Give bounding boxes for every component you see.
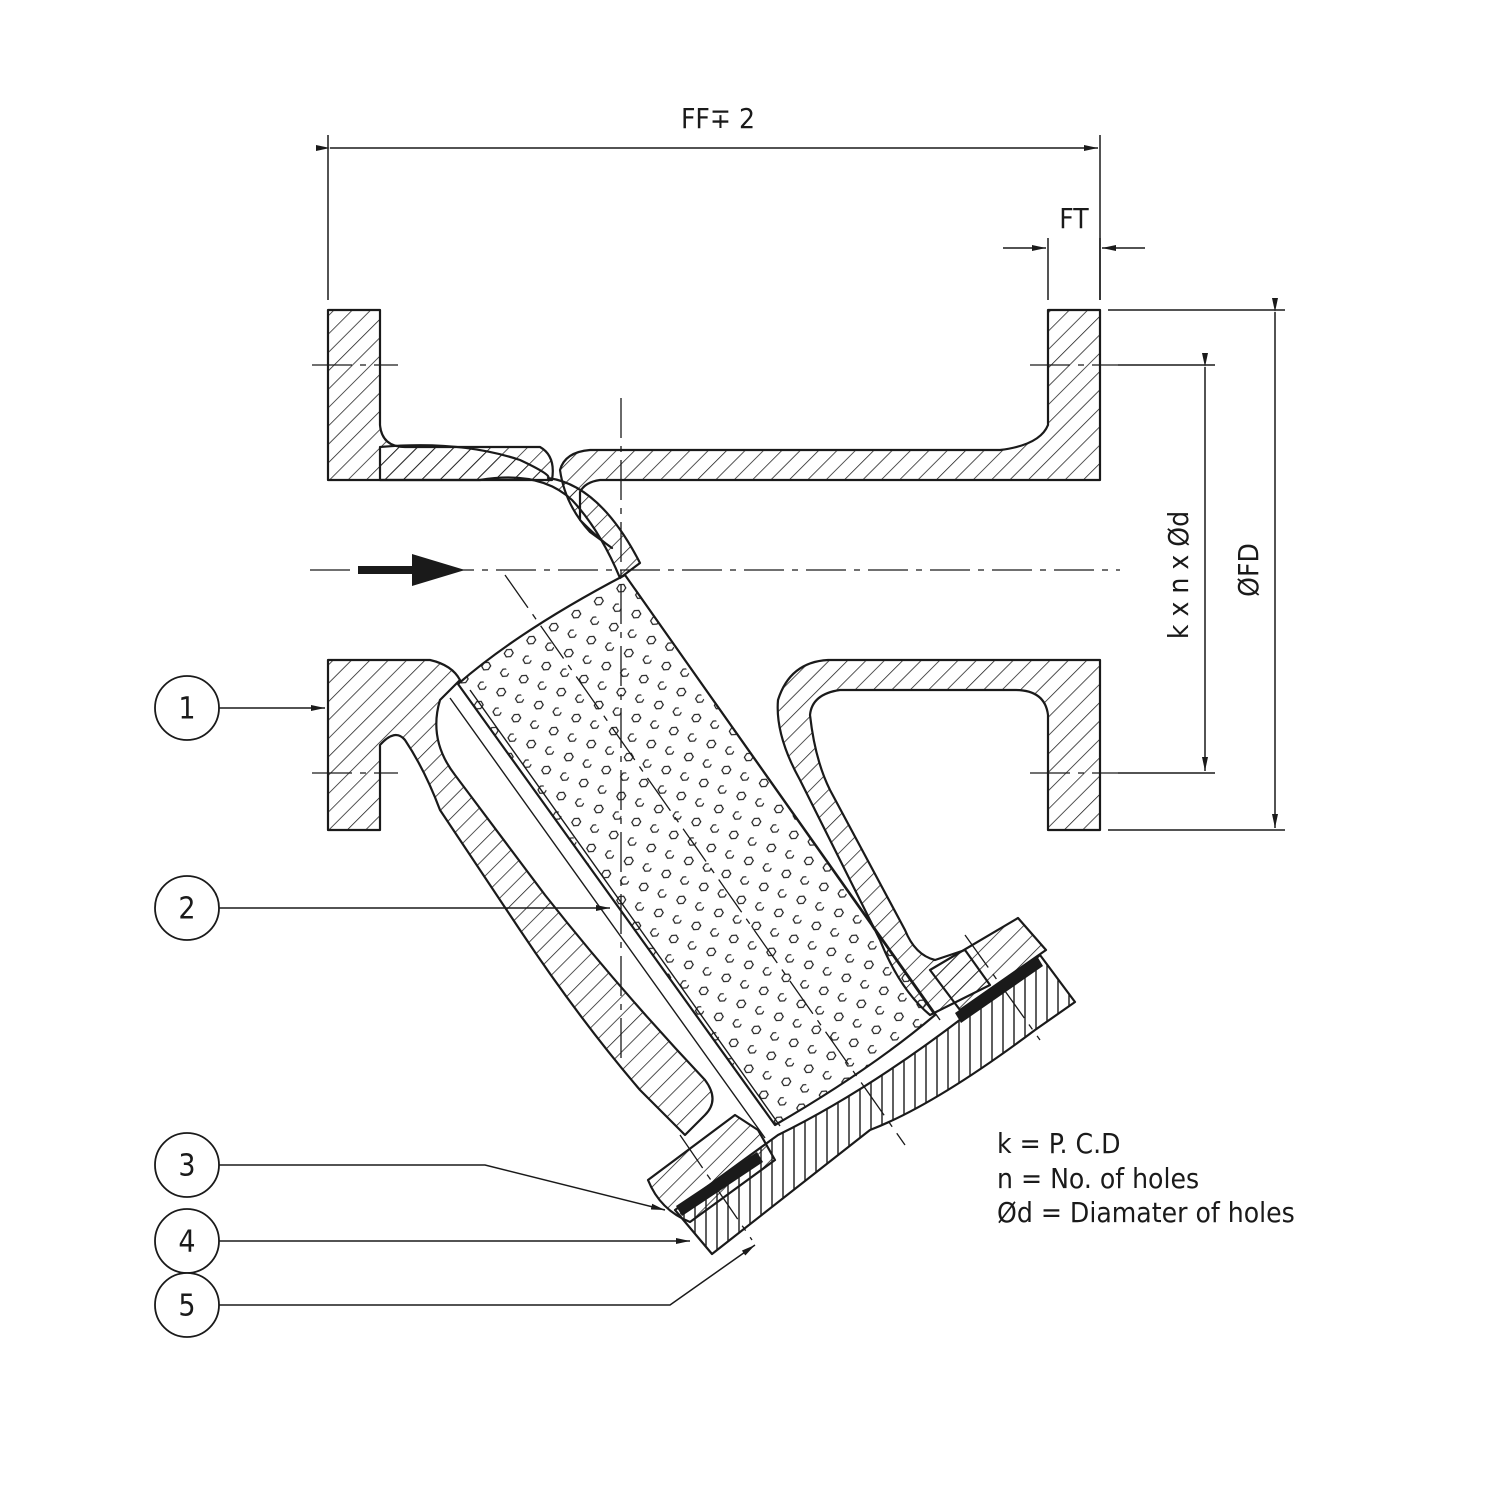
legend-line: n = No. of holes — [997, 1162, 1199, 1195]
svg-text:2: 2 — [178, 892, 195, 927]
callout-5: 5 — [154, 1244, 756, 1338]
callout-2: 2 — [154, 875, 610, 941]
gasket-lower — [676, 1152, 763, 1216]
flange-thickness-label: FT — [1059, 202, 1089, 235]
dimension-flange-diameter: ØFD — [1108, 298, 1285, 831]
inlet-flange-lower — [326, 658, 714, 1137]
callout-3: 3 — [154, 1132, 666, 1211]
outlet-flange-lower — [776, 658, 1102, 1017]
legend: k = P. C.D n = No. of holes Ød = Diamate… — [997, 1127, 1295, 1229]
upper-seat-wall — [378, 444, 642, 580]
legend-line: Ød = Diamater of holes — [997, 1196, 1295, 1229]
strainer-cover — [673, 953, 1077, 1256]
legend-line: k = P. C.D — [997, 1127, 1121, 1160]
gasket-upper — [955, 956, 1043, 1023]
dimension-bolt-pattern: k x n x Ød — [1118, 353, 1215, 774]
branch-flange-right — [928, 916, 1048, 1012]
top-wall — [558, 308, 1102, 550]
svg-text:5: 5 — [178, 1289, 195, 1324]
strainer-screen — [449, 573, 941, 1139]
callout-4: 4 — [154, 1208, 690, 1274]
flange-diameter-label: ØFD — [1232, 543, 1265, 597]
branch-flange-left — [646, 1113, 777, 1224]
svg-text:4: 4 — [178, 1225, 195, 1260]
flow-direction-arrow — [358, 554, 465, 586]
callout-1: 1 — [154, 675, 325, 741]
bolt-pattern-label: k x n x Ød — [1162, 511, 1195, 639]
strainer-body — [326, 308, 1102, 1224]
svg-text:3: 3 — [178, 1149, 195, 1184]
dimension-flange-thickness: FT — [1003, 202, 1145, 300]
svg-text:1: 1 — [178, 692, 195, 727]
dimension-face-to-face: FF∓ 2 — [316, 102, 1101, 300]
face-to-face-label: FF∓ 2 — [681, 102, 755, 135]
